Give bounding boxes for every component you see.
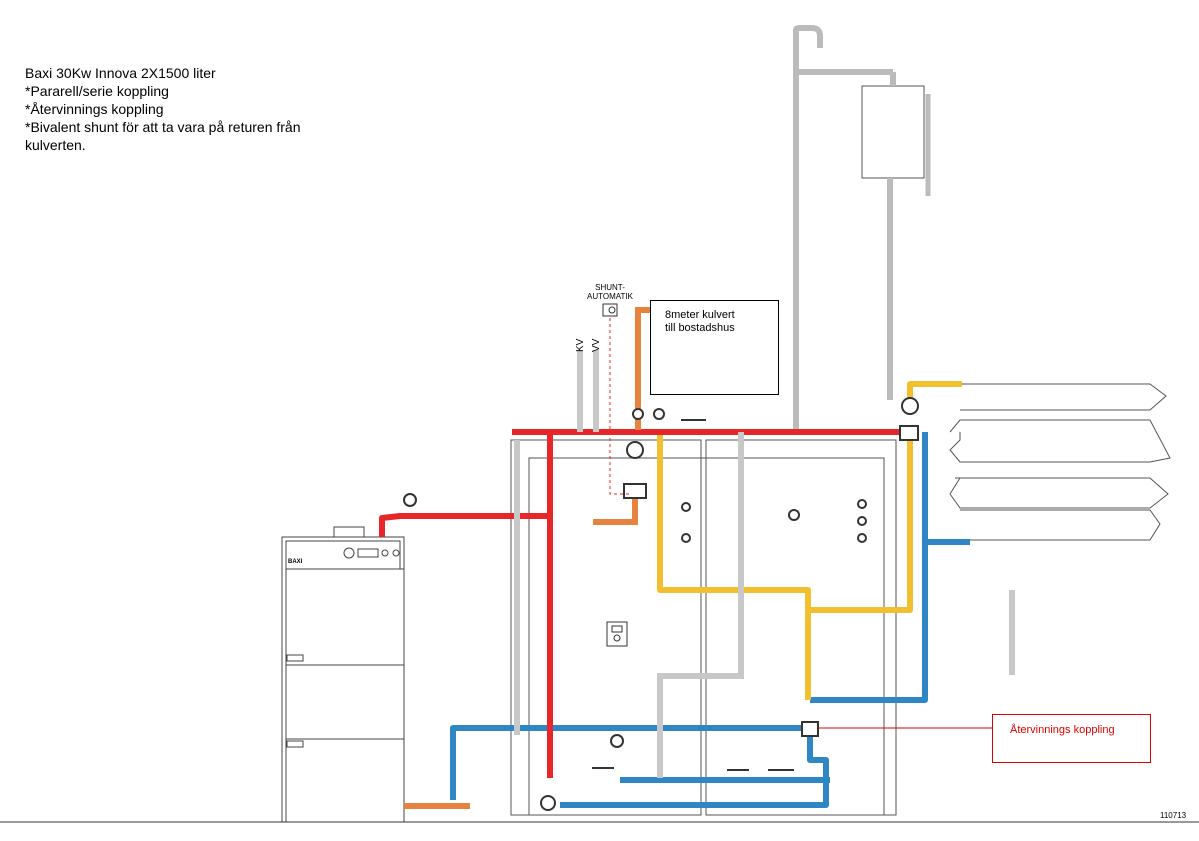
- note-item: *Återvinnings koppling: [25, 101, 164, 117]
- shunt-controller-icon: [602, 303, 618, 317]
- kulvert-label-line2: till bostadshus: [665, 322, 735, 334]
- boiler-brand: BAXI: [288, 559, 303, 565]
- note-item: *Pararell/serie koppling: [25, 83, 169, 99]
- tank-fittings: [610, 499, 867, 748]
- drawing-number: 110713: [1160, 811, 1187, 820]
- vv-label: VV: [591, 338, 602, 352]
- pressure-gauge-icon: [403, 408, 665, 507]
- kulvert-label-line1: 8meter kulvert: [665, 309, 735, 321]
- mixed-pipes: [657, 381, 962, 700]
- boiler: [281, 526, 405, 823]
- expansion-vessel: [793, 25, 931, 430]
- accumulator-tanks: [510, 439, 897, 816]
- note-title: Baxi 30Kw Innova 2X1500 liter: [25, 65, 216, 81]
- atervinning-callout: Återvinnings koppling: [992, 714, 1151, 763]
- shunt-signal-line: [609, 318, 630, 495]
- return-pipes: [450, 432, 970, 808]
- shunt-label: SHUNT- AUTOMATIK: [587, 283, 633, 301]
- kv-label: KV: [575, 338, 586, 352]
- shunt-label-line2: AUTOMATIK: [587, 292, 633, 301]
- kulvert-callout: 8meter kulvert till bostadshus: [650, 300, 779, 395]
- orange-pipes: [404, 307, 652, 809]
- atervinning-label: Återvinnings koppling: [1010, 724, 1115, 736]
- note-item: kulverten.: [25, 137, 86, 153]
- pump-icon: [540, 397, 919, 811]
- note-item: *Bivalent shunt för att ta vara på retur…: [25, 119, 301, 135]
- thermostat-icon: [606, 621, 628, 647]
- radiator-loops: [949, 383, 1171, 541]
- description-notes: Baxi 30Kw Innova 2X1500 liter *Pararell/…: [25, 64, 301, 154]
- valve-icon: [592, 419, 794, 771]
- grey-pipes: [514, 350, 1015, 778]
- shunt-label-line1: SHUNT-: [595, 283, 625, 292]
